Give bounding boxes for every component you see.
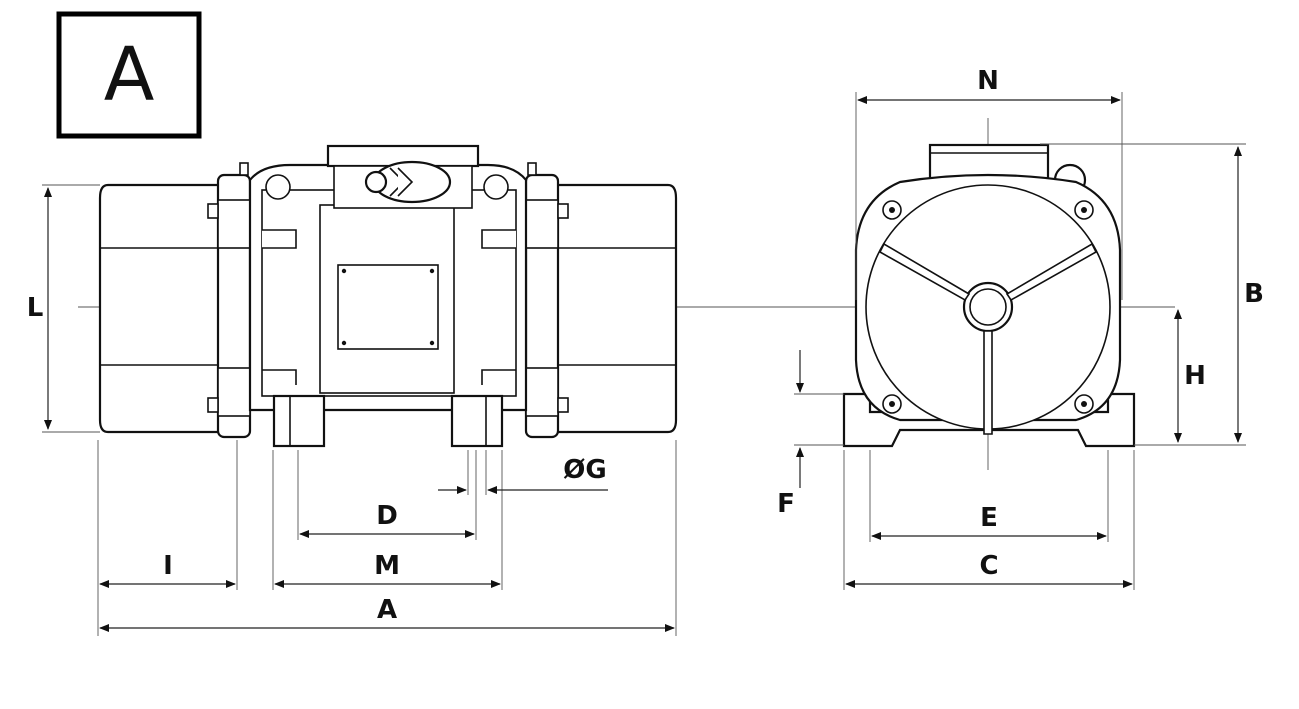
dim-B-label: B (1244, 279, 1264, 309)
dim-E-label: E (980, 503, 998, 533)
dim-D-label: D (376, 501, 398, 531)
left-end-cap (98, 183, 226, 434)
foot-right (450, 394, 504, 448)
variant-tag-letter: A (104, 32, 155, 118)
dim-M-label: M (374, 551, 400, 581)
dim-N-label: N (977, 66, 999, 96)
front-view (842, 118, 1136, 470)
dimension-lines: L I M D A ØG N B H (27, 66, 1264, 636)
variant-tag: A (56, 11, 202, 139)
dim-L-label: L (27, 293, 44, 323)
dim-G-label: ØG (563, 455, 606, 485)
name-plate (337, 264, 439, 350)
foot-left (272, 394, 326, 448)
side-view (78, 144, 1175, 448)
dim-C-label: C (979, 551, 998, 581)
right-end-cap (550, 183, 678, 434)
dim-F-label: F (777, 489, 795, 519)
lift-hole-right (483, 174, 509, 200)
dim-H-label: H (1184, 361, 1206, 391)
dim-A-label: A (377, 595, 397, 625)
front-bolts (882, 200, 1094, 414)
dim-I-label: I (163, 551, 173, 581)
lift-hole-left (265, 174, 291, 200)
